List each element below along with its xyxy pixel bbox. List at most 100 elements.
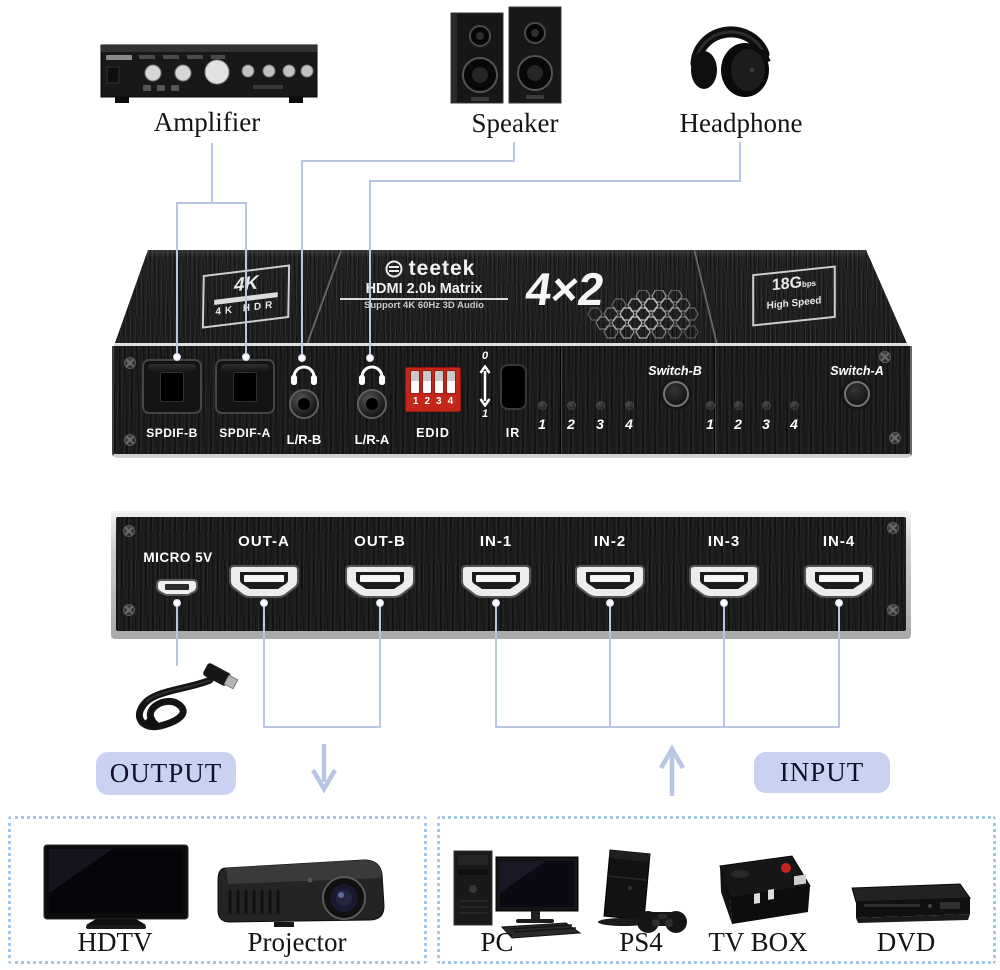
dip-number: 1 bbox=[412, 396, 419, 407]
hexagon-pattern bbox=[587, 290, 699, 339]
output-pill-label: OUTPUT bbox=[109, 758, 223, 788]
pc-label: PC bbox=[480, 927, 514, 957]
spdif-a-label: SPDIF-A bbox=[219, 426, 271, 440]
projector-label: Projector bbox=[247, 927, 347, 957]
screw-icon bbox=[124, 357, 136, 369]
connector-dot bbox=[835, 599, 843, 607]
in-2-label: IN-2 bbox=[593, 533, 627, 550]
dip-switch-4 bbox=[447, 371, 455, 393]
connector-dot bbox=[492, 599, 500, 607]
screw-icon bbox=[887, 522, 899, 534]
badge-18g-unit: bps bbox=[801, 278, 817, 290]
led-number: 2 bbox=[734, 416, 742, 432]
led-indicator bbox=[538, 401, 547, 410]
indicator-0: 0 bbox=[481, 350, 489, 362]
connector-speaker bbox=[513, 142, 515, 162]
out-b-label: OUT-B bbox=[354, 533, 406, 550]
matrix-top-face: 4K 4K HDR teetek HDMI 2.0b Matrix Suppor… bbox=[114, 250, 908, 346]
led-indicator bbox=[625, 401, 634, 410]
connector-in-1 bbox=[495, 606, 497, 728]
spdif-b-label: SPDIF-B bbox=[146, 426, 198, 440]
ir-label: IR bbox=[505, 426, 521, 440]
in-1-label: IN-1 bbox=[479, 533, 513, 550]
in-4-label: IN-4 bbox=[822, 533, 856, 550]
connector-amplifier-bracket bbox=[176, 202, 247, 204]
screw-icon bbox=[124, 434, 136, 446]
spdif-b-port bbox=[142, 359, 202, 414]
led-number: 1 bbox=[706, 416, 714, 432]
dip-switch-2 bbox=[423, 371, 431, 393]
ps4-image bbox=[598, 849, 687, 933]
edid-dip-switch: 1 2 3 4 bbox=[405, 367, 461, 412]
support-line: Support 4K 60Hz 3D Audio bbox=[364, 300, 484, 311]
connector-dot bbox=[376, 599, 384, 607]
amplifier-label: Amplifier bbox=[153, 107, 261, 137]
connector-speaker-h bbox=[301, 160, 515, 162]
brand-name: teetek bbox=[408, 257, 476, 280]
led-indicator bbox=[734, 401, 743, 410]
speaker-image bbox=[450, 6, 562, 104]
panel-seam bbox=[560, 346, 561, 454]
switch-b-button bbox=[663, 381, 689, 407]
lr-a-jack bbox=[357, 389, 387, 419]
led-number: 4 bbox=[625, 416, 633, 432]
output-pill: OUTPUT bbox=[96, 752, 236, 795]
badge-18g-line1: 18G bbox=[771, 274, 802, 295]
connector-in-2 bbox=[609, 606, 611, 728]
badge-18g: 18Gbps High Speed bbox=[752, 265, 836, 327]
connector-headphone-h bbox=[370, 180, 741, 182]
connector-dot bbox=[366, 354, 374, 362]
connector-out-a bbox=[263, 606, 265, 728]
hdmi-port-in-3 bbox=[689, 565, 759, 598]
headphone-image bbox=[690, 26, 771, 97]
hdmi-port-in-1 bbox=[461, 565, 531, 598]
connector-amplifier bbox=[211, 143, 213, 203]
ps4-label: PS4 bbox=[619, 927, 663, 957]
connector-in-join bbox=[495, 726, 840, 728]
matrix-front-face: SPDIF-B SPDIF-A L/R-B L/R-A 1 bbox=[112, 346, 912, 458]
led-indicator bbox=[790, 401, 799, 410]
led-indicator bbox=[596, 401, 605, 410]
micro-usb-port bbox=[156, 579, 198, 596]
screw-icon bbox=[889, 432, 901, 444]
led-indicator bbox=[706, 401, 715, 410]
pc-image bbox=[453, 850, 582, 939]
connector-dot bbox=[720, 599, 728, 607]
connector-dot bbox=[173, 353, 181, 361]
lr-b-label: L/R-B bbox=[286, 432, 322, 447]
headphone-label: Headphone bbox=[679, 108, 803, 138]
connector-headphone bbox=[739, 142, 741, 182]
speaker-label: Speaker bbox=[471, 108, 559, 138]
screw-icon bbox=[123, 525, 135, 537]
arrow-down-icon bbox=[311, 744, 337, 794]
hdtv-label: HDTV bbox=[77, 927, 153, 957]
led-number: 3 bbox=[596, 416, 604, 432]
model-line: HDMI 2.0b Matrix bbox=[340, 281, 508, 300]
connector-dot bbox=[173, 599, 181, 607]
connector-spdif-b bbox=[176, 202, 178, 357]
brand-logo-icon bbox=[385, 260, 403, 278]
dip-switch-1 bbox=[411, 371, 419, 393]
connector-in-4 bbox=[838, 606, 840, 728]
hdmi-port-out-a bbox=[229, 565, 299, 598]
screw-icon bbox=[123, 604, 135, 616]
connector-lr-b bbox=[301, 160, 303, 358]
hdmi-port-in-2 bbox=[575, 565, 645, 598]
matrix-rear-shell: MICRO 5V OUT-A OUT-B bbox=[111, 511, 911, 639]
dip-switch-3 bbox=[435, 371, 443, 393]
panel-edge bbox=[114, 343, 908, 346]
input-pill: INPUT bbox=[754, 752, 890, 793]
updown-arrow-icon bbox=[479, 365, 491, 407]
headphone-icon bbox=[359, 365, 385, 385]
usb-cable-image bbox=[136, 663, 239, 731]
dvd-label: DVD bbox=[876, 927, 936, 957]
ir-window bbox=[500, 364, 527, 410]
matrix-rear-face: MICRO 5V OUT-A OUT-B bbox=[116, 517, 906, 631]
tvbox-image bbox=[719, 855, 811, 924]
dip-number: 4 bbox=[447, 396, 454, 407]
lr-a-label: L/R-A bbox=[354, 432, 390, 447]
connector-dot bbox=[242, 353, 250, 361]
connector-out-b bbox=[379, 606, 381, 728]
connector-out-join bbox=[263, 726, 381, 728]
switch-a-button bbox=[844, 381, 870, 407]
